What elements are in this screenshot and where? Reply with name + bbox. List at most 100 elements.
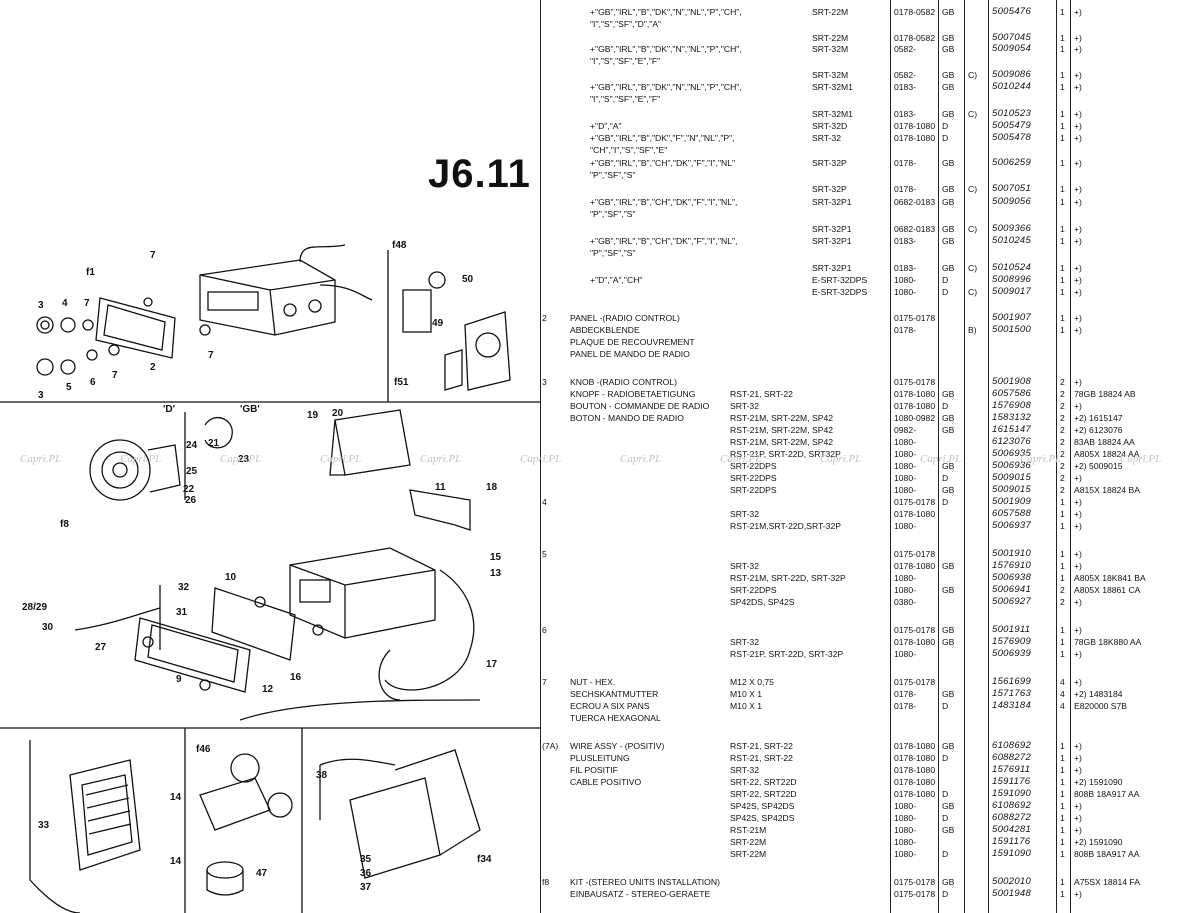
quantity: 2	[1060, 377, 1065, 387]
model-variant: SP42DS, SP42S	[730, 597, 795, 607]
model-variant: SRT-22, SRT22D	[730, 777, 797, 787]
country-code: D	[942, 701, 949, 711]
quantity: 1	[1060, 625, 1065, 635]
part-number: 1583132	[992, 412, 1032, 423]
description: KNOB -(RADIO CONTROL)	[570, 377, 677, 387]
country-code: D	[942, 133, 949, 143]
watermark-text: Capri.PL	[520, 453, 562, 465]
quantity: 1	[1060, 184, 1065, 194]
date-range: 0178-1080	[894, 637, 936, 647]
model-code: SRT-32M1	[812, 82, 853, 92]
quantity: 4	[1060, 689, 1065, 699]
model-variant: RST-21M, SRT-22M, SP42	[730, 425, 834, 435]
note-mark: C)	[968, 224, 978, 234]
watermark-text: Capri.PL	[20, 453, 62, 465]
model-variant: +"GB","IRL","B","CH","DK","F","I","NL"	[590, 158, 736, 168]
date-range: 1080-	[894, 649, 916, 659]
model-code: SRT-32	[812, 133, 841, 143]
date-range: 0178-1080	[894, 561, 936, 571]
table-row: "I","S","SF","E","F"	[540, 55, 1200, 67]
part-number: 5005476	[992, 6, 1032, 17]
model-variant: RST-21M, SRT-22D, SRT-32P	[730, 573, 846, 583]
quantity: 1	[1060, 275, 1065, 285]
date-range: 0582-	[894, 70, 916, 80]
callout-label: 33	[38, 820, 50, 831]
model-variant: SRT-22DPS	[730, 485, 777, 495]
date-range: 1080-	[894, 275, 916, 285]
date-range: 1080-	[894, 585, 916, 595]
remark: +)	[1074, 7, 1082, 17]
part-number: 1576911	[992, 764, 1031, 775]
model-variant: SRT-22DPS	[730, 585, 777, 595]
quantity: 2	[1060, 473, 1065, 483]
callout-label: 11	[435, 482, 446, 493]
country-code: GB	[942, 689, 955, 699]
part-number: 5009015	[992, 472, 1032, 483]
quantity: 1	[1060, 497, 1065, 507]
model-code: SRT-22M	[812, 7, 849, 17]
model-variant: +"D","A","CH"	[590, 275, 643, 285]
model-code: SRT-32P1	[812, 224, 852, 234]
date-range: 0175-0178	[894, 877, 936, 887]
table-row: +"GB","IRL","B","CH","DK","F","I","NL"01…	[540, 157, 1200, 169]
remark: +)	[1074, 741, 1082, 751]
part-number: 5001909	[992, 496, 1032, 507]
table-row: TUERCA HEXAGONAL	[540, 712, 1200, 724]
callout-label: 17	[486, 659, 498, 670]
date-range: 0183-	[894, 82, 916, 92]
model-variant: SRT-32	[730, 561, 759, 571]
callout-label: 24	[186, 440, 198, 451]
quantity: 1	[1060, 777, 1065, 787]
table-row: "P","SF","S"	[540, 169, 1200, 181]
model-variant: +"D","A"	[590, 121, 622, 131]
remark: +)	[1074, 625, 1082, 635]
part-number: 1591090	[992, 848, 1032, 859]
callout-label: 36	[360, 868, 372, 879]
callout-label: 47	[256, 868, 268, 879]
date-range: 0178-1080	[894, 765, 936, 775]
model-code: SRT-22M	[812, 33, 849, 43]
quantity: 2	[1060, 437, 1065, 447]
remark: +)	[1074, 121, 1082, 131]
ref-number: 4	[542, 497, 547, 507]
remark: 83AB 18824 AA	[1074, 437, 1135, 447]
description: FIL POSITIF	[570, 765, 618, 775]
note-mark: C)	[968, 184, 978, 194]
date-range: 1080-	[894, 849, 916, 859]
part-number: 6057588	[992, 508, 1032, 519]
model-code: E-SRT-32DPS	[812, 287, 868, 297]
page-title: J6.11	[428, 152, 531, 196]
part-number: 5006927	[992, 596, 1032, 607]
description: NUT - HEX.	[570, 677, 616, 687]
country-code: GB	[942, 7, 955, 17]
remark: +)	[1074, 765, 1082, 775]
callout-label: f51	[394, 377, 409, 388]
country-code: GB	[942, 741, 955, 751]
callout-label: 50	[462, 274, 474, 285]
date-range: 0178-1080	[894, 121, 936, 131]
quantity: 1	[1060, 109, 1065, 119]
country-code: GB	[942, 413, 955, 423]
remark: +)	[1074, 109, 1082, 119]
watermark-text: Capri.PL	[720, 453, 762, 465]
country-code: GB	[942, 263, 955, 273]
date-range: 0178-1080	[894, 753, 936, 763]
watermark-text: Capri.PL	[620, 453, 662, 465]
ref-number: 2	[542, 313, 547, 323]
country-code: D	[942, 497, 949, 507]
country-code: GB	[942, 197, 955, 207]
note-mark: C)	[968, 287, 978, 297]
part-number: 5008996	[992, 274, 1032, 285]
remark: +)	[1074, 597, 1082, 607]
part-number: 6088272	[992, 812, 1032, 823]
callout-label: 9	[176, 674, 182, 685]
